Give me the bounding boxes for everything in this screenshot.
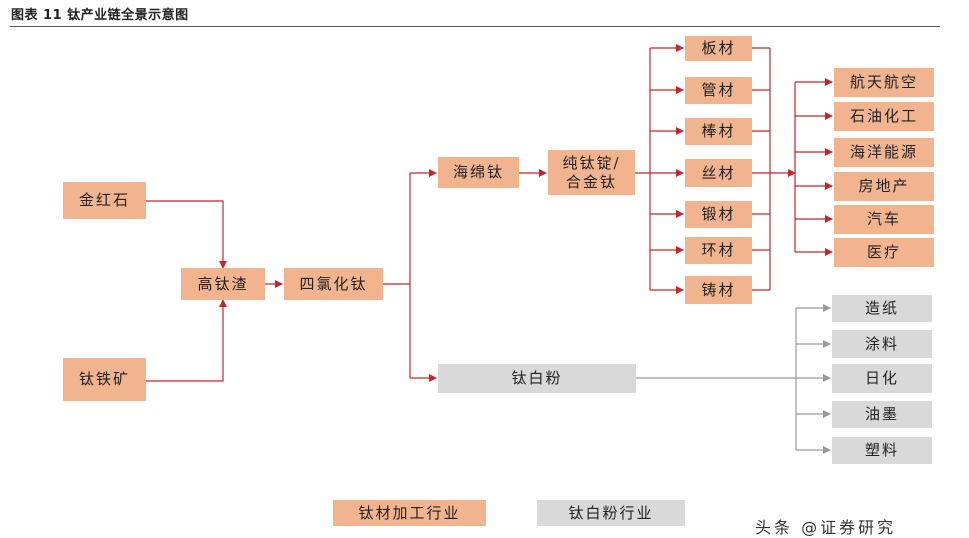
node-app-real-estate: 房地产	[834, 172, 934, 201]
legend-titanium-white: 钛白粉行业	[537, 500, 685, 526]
node-app-aerospace: 航天航空	[834, 68, 934, 97]
node-product-wire: 丝材	[685, 159, 752, 187]
node-product-plate: 板材	[685, 36, 752, 61]
node-ticl4: 四氯化钛	[284, 268, 383, 300]
node-tio2-app-coatings: 涂料	[832, 330, 932, 358]
node-sponge-titanium: 海绵钛	[438, 157, 519, 188]
node-ingot: 纯钛锭/ 合金钛	[548, 150, 635, 195]
node-app-marine-energy: 海洋能源	[834, 138, 934, 167]
node-tio2: 钛白粉	[438, 364, 636, 393]
node-high-ti-slag: 高钛渣	[181, 268, 265, 300]
node-app-petrochemical: 石油化工	[834, 102, 934, 131]
edge-ingot-bus	[635, 48, 651, 290]
node-rutile: 金红石	[63, 182, 146, 219]
flow-connectors	[146, 44, 833, 454]
edge-ilmenite-slag	[146, 299, 227, 382]
title-underline	[10, 26, 940, 27]
node-product-ring: 环材	[685, 237, 752, 264]
node-ilmenite: 钛铁矿	[63, 358, 146, 401]
node-tio2-app-paper: 造纸	[832, 295, 932, 322]
node-product-forging: 锻材	[685, 201, 752, 228]
node-product-casting: 铸材	[685, 276, 752, 304]
node-tio2-app-plastics: 塑料	[832, 437, 932, 464]
node-tio2-app-daily-chemicals: 日化	[832, 364, 932, 393]
node-product-bar: 棒材	[685, 118, 752, 145]
legend-titanium-processing: 钛材加工行业	[333, 500, 486, 526]
watermark: 头条 @证券研究	[755, 518, 897, 537]
node-tio2-app-ink: 油墨	[832, 401, 932, 428]
edge-ticl4-split	[383, 173, 411, 378]
figure-title: 图表 11 钛产业链全景示意图	[11, 8, 189, 23]
edge-rutile-slag	[146, 200, 227, 269]
node-app-automotive: 汽车	[834, 205, 934, 234]
node-app-medical: 医疗	[834, 238, 934, 267]
node-product-tube: 管材	[685, 77, 752, 104]
